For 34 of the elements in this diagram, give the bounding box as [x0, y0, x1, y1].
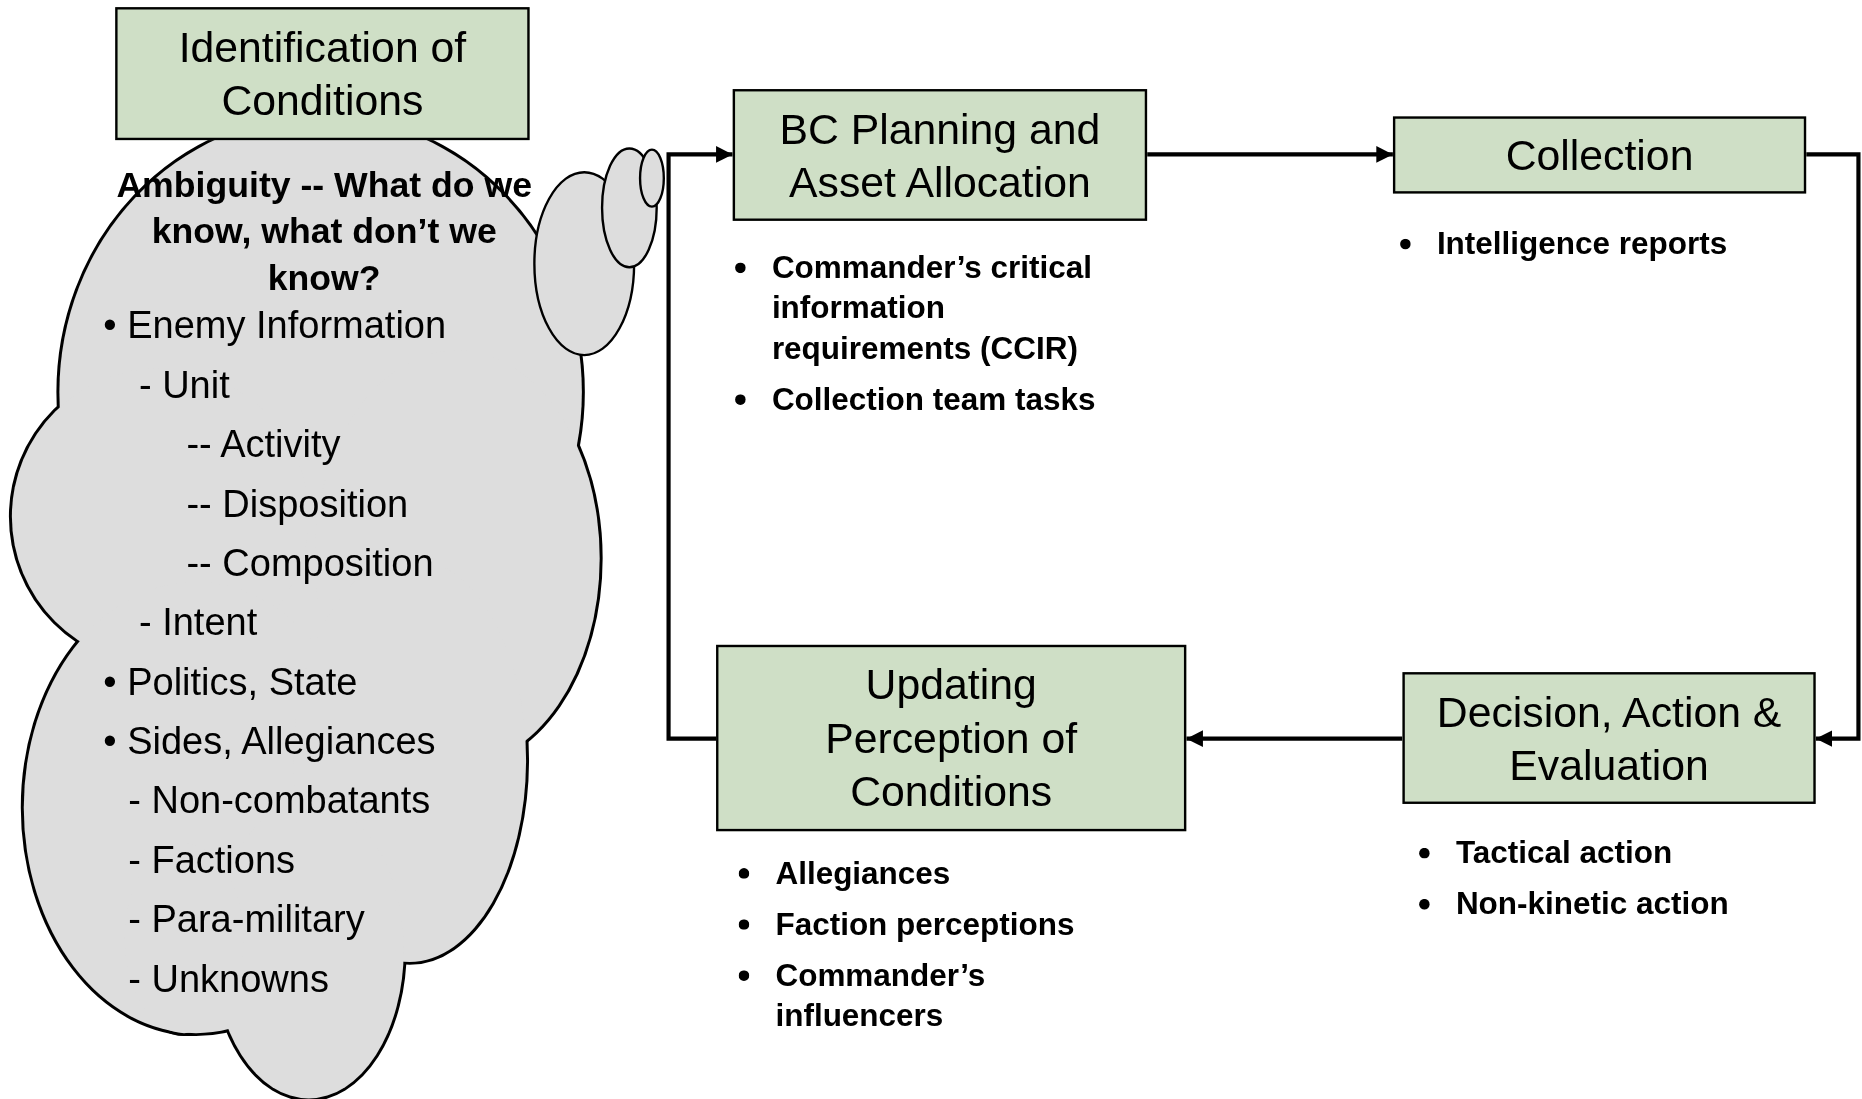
list-item: - Para-military — [128, 896, 365, 943]
bullet-text: Non-kinetic action — [1455, 884, 1730, 924]
bullet-text: Tactical action — [1455, 833, 1674, 873]
bullet-text: Commander’s influencers — [775, 956, 987, 1036]
arrow — [666, 146, 733, 741]
bullet-text: Collection team tasks — [771, 380, 1097, 419]
list-item: - Non-combatants — [128, 778, 431, 824]
list-item: -- Composition — [186, 540, 434, 587]
box-title: BC Planning and Asset Allocation — [778, 102, 1102, 209]
bullet-text: Intelligence reports — [1436, 224, 1729, 264]
box-title: Decision, Action & Evaluation — [1435, 685, 1783, 792]
arrow — [1186, 730, 1403, 747]
process-box — [732, 89, 1148, 221]
list-item: -- Activity — [186, 421, 341, 468]
list-item: - Intent — [138, 599, 258, 646]
bullet-text: Allegiances — [775, 854, 952, 893]
list-item: • Sides, Allegiances — [103, 718, 436, 765]
title-box — [115, 7, 530, 141]
process-box — [716, 644, 1187, 832]
box-title: Identification of Conditions — [177, 21, 468, 127]
bullet-text: Commander’s critical information requirements (CCIR) — [771, 248, 1093, 368]
list-item: • Politics, State — [103, 659, 358, 705]
list-item: - Factions — [128, 837, 296, 884]
list-item: - Unit — [138, 362, 230, 409]
bullet-text: Faction perceptions — [775, 905, 1076, 944]
process-box — [1392, 116, 1807, 194]
box-title: Updating Perception of Conditions — [824, 659, 1079, 818]
process-box — [1402, 672, 1816, 804]
arrow — [1147, 146, 1393, 163]
list-item: - Unknowns — [128, 956, 329, 1002]
list-item: -- Disposition — [186, 481, 409, 527]
box-title: Collection — [1505, 129, 1694, 182]
list-item: • Enemy Information — [103, 303, 447, 349]
arrow — [1806, 152, 1861, 747]
